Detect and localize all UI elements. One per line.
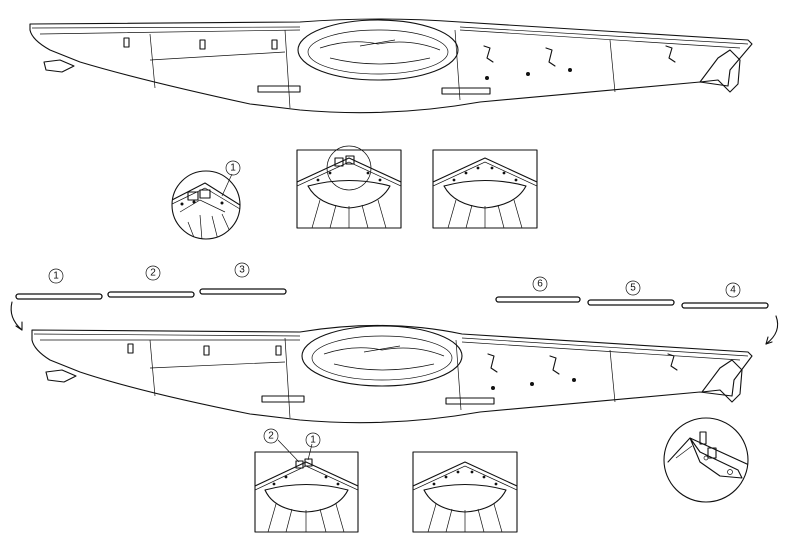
arrow-head-icon bbox=[765, 336, 773, 345]
strip bbox=[15, 293, 103, 300]
kayak-bottom bbox=[31, 324, 753, 424]
detail-box-after bbox=[432, 149, 538, 229]
strip bbox=[199, 288, 287, 295]
detail-magnifier-top: 1 bbox=[171, 160, 241, 240]
deck-fitting bbox=[123, 37, 676, 67]
deck-fitting bbox=[127, 343, 678, 375]
strip bbox=[587, 299, 675, 306]
callout-number: 2 bbox=[268, 431, 274, 442]
strip bbox=[681, 302, 769, 309]
detail-box-before bbox=[296, 145, 402, 229]
detail-box-numbered: 2 1 bbox=[254, 428, 359, 533]
arrow-head-icon bbox=[15, 321, 23, 331]
callout-number: 1 bbox=[230, 163, 236, 174]
callout-number: 3 bbox=[239, 265, 245, 276]
callout-number: 5 bbox=[630, 283, 636, 294]
detail-magnifier-bottom bbox=[663, 417, 749, 503]
callout-number: 4 bbox=[730, 285, 736, 296]
arrow-icon bbox=[765, 315, 779, 345]
strip bbox=[107, 291, 195, 298]
strip bbox=[495, 296, 581, 303]
strip-left-group: 1 2 3 bbox=[10, 262, 287, 331]
strip-right-group: 6 5 4 bbox=[495, 276, 779, 345]
callout-number: 2 bbox=[150, 268, 156, 279]
detail-box-final bbox=[412, 451, 518, 533]
callout-number: 1 bbox=[53, 271, 59, 282]
callout-number: 6 bbox=[537, 279, 543, 290]
callout-number: 1 bbox=[310, 435, 316, 446]
kayak-top bbox=[29, 18, 753, 114]
